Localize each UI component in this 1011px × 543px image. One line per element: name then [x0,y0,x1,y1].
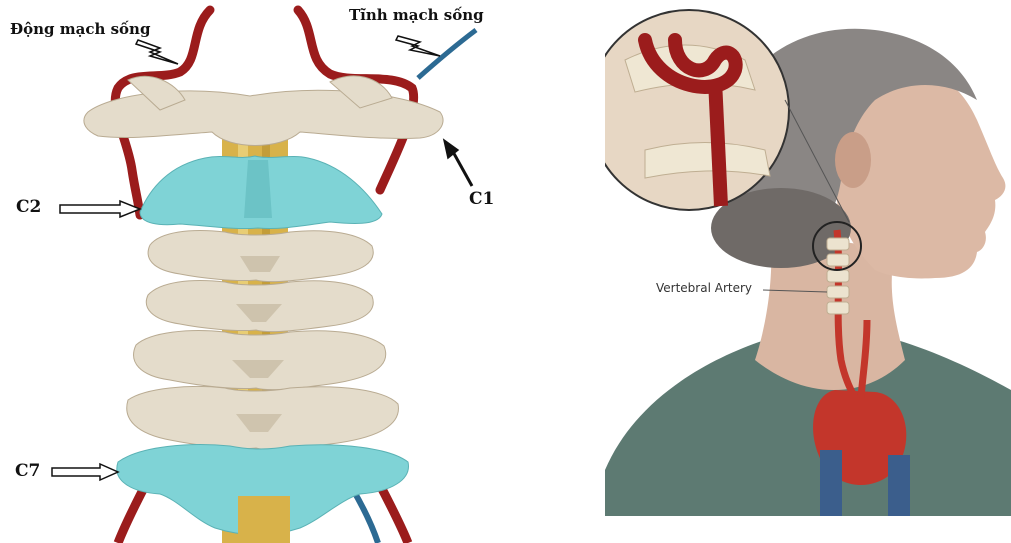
label-c2: C2 [16,197,41,217]
artery-pointer [136,40,178,64]
label-c7: C7 [15,461,40,481]
label-vertebral-vein: Tĩnh mạch sống [349,6,484,24]
c2-arrow [60,201,140,217]
head-neck-illustration [605,0,1011,543]
vein-pointer [396,36,440,56]
neck-vertebrae [827,238,849,314]
cervical-spine-illustration: Động mạch sống Tĩnh mạch sống C1 C2 C7 [0,0,560,543]
cervical-spine-svg [0,0,560,543]
c7-arrow [52,464,118,480]
label-c1: C1 [469,189,494,209]
label-vertebral-artery-en: Vertebral Artery [656,281,752,295]
label-vertebral-artery: Động mạch sống [10,20,150,38]
ear [835,132,871,188]
head-neck-svg [605,0,1011,543]
magnified-inset [605,10,789,210]
c1-arrow [452,150,472,186]
